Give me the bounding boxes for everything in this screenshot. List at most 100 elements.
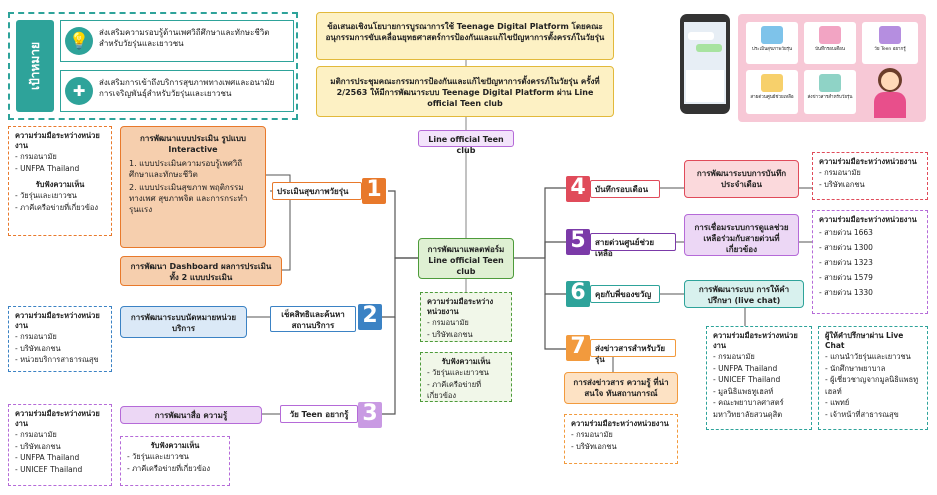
menu-tile-5: ส่งข่าวสารสำหรับวัยรุ่น bbox=[804, 70, 856, 114]
goal-panel: เป้าหมาย 💡 ส่งเสริมความรอบรู้ด้านเพศวิถี… bbox=[8, 12, 298, 120]
b5-partner-item: สายด่วน 1330 bbox=[819, 285, 921, 300]
chat-menu-panel bbox=[686, 70, 724, 102]
b6-counsel-item: แกนนำวัยรุ่นและเยาวชน bbox=[825, 351, 921, 363]
center-feedback-heading: รับฟังความเห็น bbox=[441, 357, 491, 366]
center-partners-panel: ความร่วมมือระหว่างหน่วยงาน กรมอนามัย บริ… bbox=[420, 292, 512, 342]
b5-partners-panel: ความร่วมมือระหว่างหน่วยงาน สายด่วน 1663 … bbox=[812, 210, 928, 314]
b2-dev-box: การพัฒนาระบบนัดหมายหน่วยบริการ bbox=[120, 306, 247, 338]
menu-tile-2: บันทึกรอบเดือน bbox=[804, 22, 856, 64]
center-partners-heading: ความร่วมมือระหว่างหน่วยงาน bbox=[427, 297, 494, 316]
menu-tile-1: ประเมินสุขภาพวัยรุ่น bbox=[746, 22, 798, 64]
lightbulb-icon: 💡 bbox=[65, 27, 93, 55]
b6-counsel-item: เจ้าหน้าที่สาธารณสุข bbox=[825, 409, 921, 421]
app-menu-illustration: ประเมินสุขภาพวัยรุ่น บันทึกรอบเดือน วัย … bbox=[738, 14, 926, 122]
b7-partners-heading: ความร่วมมือระหว่างหน่วยงาน bbox=[571, 419, 669, 428]
b3-label-box: วัย Teen อยากรู้ bbox=[280, 405, 358, 423]
b6-label: คุยกับพี่ของขวัญ bbox=[595, 290, 652, 299]
phone-screen bbox=[684, 22, 726, 104]
b5-partners-heading: ความร่วมมือระหว่างหน่วยงาน bbox=[819, 215, 917, 224]
b3-partners-heading: ความร่วมมือระหว่างหน่วยงาน bbox=[15, 409, 100, 428]
b6-partner-item: UNICEF Thailand bbox=[713, 374, 805, 386]
b7-partners-panel: ความร่วมมือระหว่างหน่วยงาน กรมอนามัย บริ… bbox=[564, 414, 678, 464]
b5-label-box: สายด่วนศูนย์ช่วยเหลือ bbox=[590, 233, 676, 258]
menu-tile-3: วัย Teen อยากรู้ bbox=[862, 22, 918, 64]
b5-partner-item: สายด่วน 1579 bbox=[819, 270, 921, 285]
b6-number-badge: 6 bbox=[566, 281, 590, 307]
b3-partner-item: UNICEF Thailand bbox=[15, 464, 105, 476]
b1-partners-heading: ความร่วมมือระหว่างหน่วยงาน bbox=[15, 131, 100, 150]
b4-dev-box: การพัฒนาระบบการบันทึกประจำเดือน bbox=[684, 160, 799, 198]
b1-feedback-item: ภาคีเครือข่ายที่เกี่ยวข้อง bbox=[15, 202, 105, 214]
b2-partners-heading: ความร่วมมือระหว่างหน่วยงาน bbox=[15, 311, 100, 330]
b6-counsel-item: แพทย์ bbox=[825, 397, 921, 409]
b1-dev-title: การพัฒนาแบบประเมิน รูปแบบ Interactive bbox=[139, 134, 247, 154]
b3-partner-item: บริษัทเอกชน bbox=[15, 441, 105, 453]
b6-dev-box: การพัฒนาระบบ การให้คำปรึกษา (live chat) bbox=[684, 280, 804, 308]
b3-number-badge: 3 bbox=[358, 402, 382, 428]
b1-dev-item: 1. แบบประเมินความรอบรู้เพศวิถีศึกษาและทั… bbox=[129, 159, 243, 179]
b3-partner-item: กรมอนามัย bbox=[15, 429, 105, 441]
b6-partner-item: UNFPA Thailand bbox=[713, 363, 805, 375]
goal-title-block: เป้าหมาย bbox=[16, 20, 54, 112]
b5-dev-box: การเชื่อมระบบการดูแลช่วยเหลือร่วมกับสายด… bbox=[684, 214, 799, 256]
b3-partner-item: UNFPA Thailand bbox=[15, 452, 105, 464]
b6-partner-item: คณะพยาบาลศาสตร์ มหาวิทยาลัยสวนดุสิต bbox=[713, 397, 805, 420]
b6-counsel-item: ผู้เชี่ยวชาญจากมูลนิธิแพธทูเฮลท์ bbox=[825, 374, 921, 397]
center-partner-item: บริษัทเอกชน bbox=[427, 329, 505, 341]
b6-counsel-item: นักศึกษาพยาบาล bbox=[825, 363, 921, 375]
policy-box: ข้อเสนอเชิงนโยบายการบูรณาการใช้ Teenage … bbox=[316, 12, 614, 60]
b6-partners-panel: ความร่วมมือระหว่างหน่วยงาน กรมอนามัย UNF… bbox=[706, 326, 812, 430]
b2-label: เช็คสิทธิและค้นหาสถานบริการ bbox=[281, 310, 345, 330]
b7-dev-box: การส่งข่าวสาร ความรู้ ที่น่าสนใจ ทันสถาน… bbox=[564, 372, 678, 404]
b3-dev-box: การพัฒนาสื่อ ความรู้ bbox=[120, 406, 262, 424]
b2-partner-item: กรมอนามัย bbox=[15, 331, 105, 343]
b3-partners-panel: ความร่วมมือระหว่างหน่วยงาน กรมอนามัย บริ… bbox=[8, 404, 112, 486]
b3-feedback-panel: รับฟังความเห็น วัยรุ่นและเยาวชน ภาคีเครื… bbox=[120, 436, 230, 486]
b2-number-badge: 2 bbox=[358, 304, 382, 330]
b4-label-box: บันทึกรอบเดือน bbox=[590, 180, 660, 198]
platform-box: การพัฒนาแพลตฟอร์ม Line official Teen clu… bbox=[418, 238, 514, 279]
b6-partner-item: มูลนิธิแพธทูเฮลท์ bbox=[713, 386, 805, 398]
b1-partner-item: กรมอนามัย bbox=[15, 151, 105, 163]
b6-counsel-panel: ผู้ให้คำปรึกษาผ่าน Live Chat แกนนำวัยรุ่… bbox=[818, 326, 928, 430]
line-club-box: Line official Teen club bbox=[418, 130, 514, 155]
b1-dev-item: 2. แบบประเมินสุขภาพ พฤติกรรมทางเพศ สุขภา… bbox=[129, 183, 248, 214]
b6-label-box: คุยกับพี่ของขวัญ bbox=[590, 285, 660, 303]
b6-partners-heading: ความร่วมมือระหว่างหน่วยงาน bbox=[713, 331, 798, 350]
b1-label: ประเมินสุขภาพวัยรุ่น bbox=[277, 187, 349, 196]
center-feedback-item: ภาคีเครือข่ายที่เกี่ยวข้อง bbox=[427, 379, 505, 402]
center-partner-item: กรมอนามัย bbox=[427, 317, 505, 329]
goal-item-1: 💡 ส่งเสริมความรอบรู้ด้านเพศวิถีศึกษาและท… bbox=[60, 20, 294, 62]
b1-number-badge: 1 bbox=[362, 178, 386, 204]
b3-feedback-item: ภาคีเครือข่ายที่เกี่ยวข้อง bbox=[127, 463, 223, 475]
b4-label: บันทึกรอบเดือน bbox=[595, 185, 649, 194]
b4-partners-panel: ความร่วมมือระหว่างหน่วยงาน กรมอนามัย บริ… bbox=[812, 152, 928, 200]
b1-feedback-heading: รับฟังความเห็น bbox=[35, 180, 85, 189]
b4-partners-heading: ความร่วมมือระหว่างหน่วยงาน bbox=[819, 157, 917, 166]
b4-number-badge: 4 bbox=[566, 176, 590, 202]
phone-mockup bbox=[680, 14, 730, 114]
b7-label: ส่งข่าวสารสำหรับวัยรุ่น bbox=[595, 344, 666, 364]
chat-bubble bbox=[696, 44, 722, 52]
resolution-box: มติการประชุมคณะกรรมการป้องกันและแก้ไขปัญ… bbox=[316, 66, 614, 117]
b2-label-box: เช็คสิทธิและค้นหาสถานบริการ bbox=[270, 306, 356, 332]
b6-partner-item: กรมอนามัย bbox=[713, 351, 805, 363]
b7-partner-item: กรมอนามัย bbox=[571, 429, 671, 441]
goal-title: เป้าหมาย bbox=[28, 41, 42, 91]
center-feedback-item: วัยรุ่นและเยาวชน bbox=[427, 367, 505, 379]
b5-partner-item: สายด่วน 1300 bbox=[819, 240, 921, 255]
b1-feedback-item: วัยรุ่นและเยาวชน bbox=[15, 190, 105, 202]
goal-item-2: ✚ ส่งเสริมการเข้าถึงบริการสุขภาพทางเพศแล… bbox=[60, 70, 294, 112]
health-hand-icon: ✚ bbox=[65, 77, 93, 105]
b7-number-badge: 7 bbox=[566, 335, 590, 361]
b2-partner-item: หน่วยบริการสาธารณสุข bbox=[15, 354, 105, 366]
b1-label-box: ประเมินสุขภาพวัยรุ่น bbox=[272, 182, 362, 200]
b5-partner-item: สายด่วน 1323 bbox=[819, 255, 921, 270]
menu-tile-4: สายด่วนศูนย์ช่วยเหลือ bbox=[746, 70, 798, 114]
goal-item-1-text: ส่งเสริมความรอบรู้ด้านเพศวิถีศึกษาและทัก… bbox=[99, 28, 270, 48]
b5-label: สายด่วนศูนย์ช่วยเหลือ bbox=[595, 238, 655, 258]
b1-dev-box: การพัฒนาแบบประเมิน รูปแบบ Interactive 1.… bbox=[120, 126, 266, 248]
b6-counsel-heading: ผู้ให้คำปรึกษาผ่าน Live Chat bbox=[825, 331, 904, 350]
b3-feedback-item: วัยรุ่นและเยาวชน bbox=[127, 451, 223, 463]
b5-number-badge: 5 bbox=[566, 229, 590, 255]
